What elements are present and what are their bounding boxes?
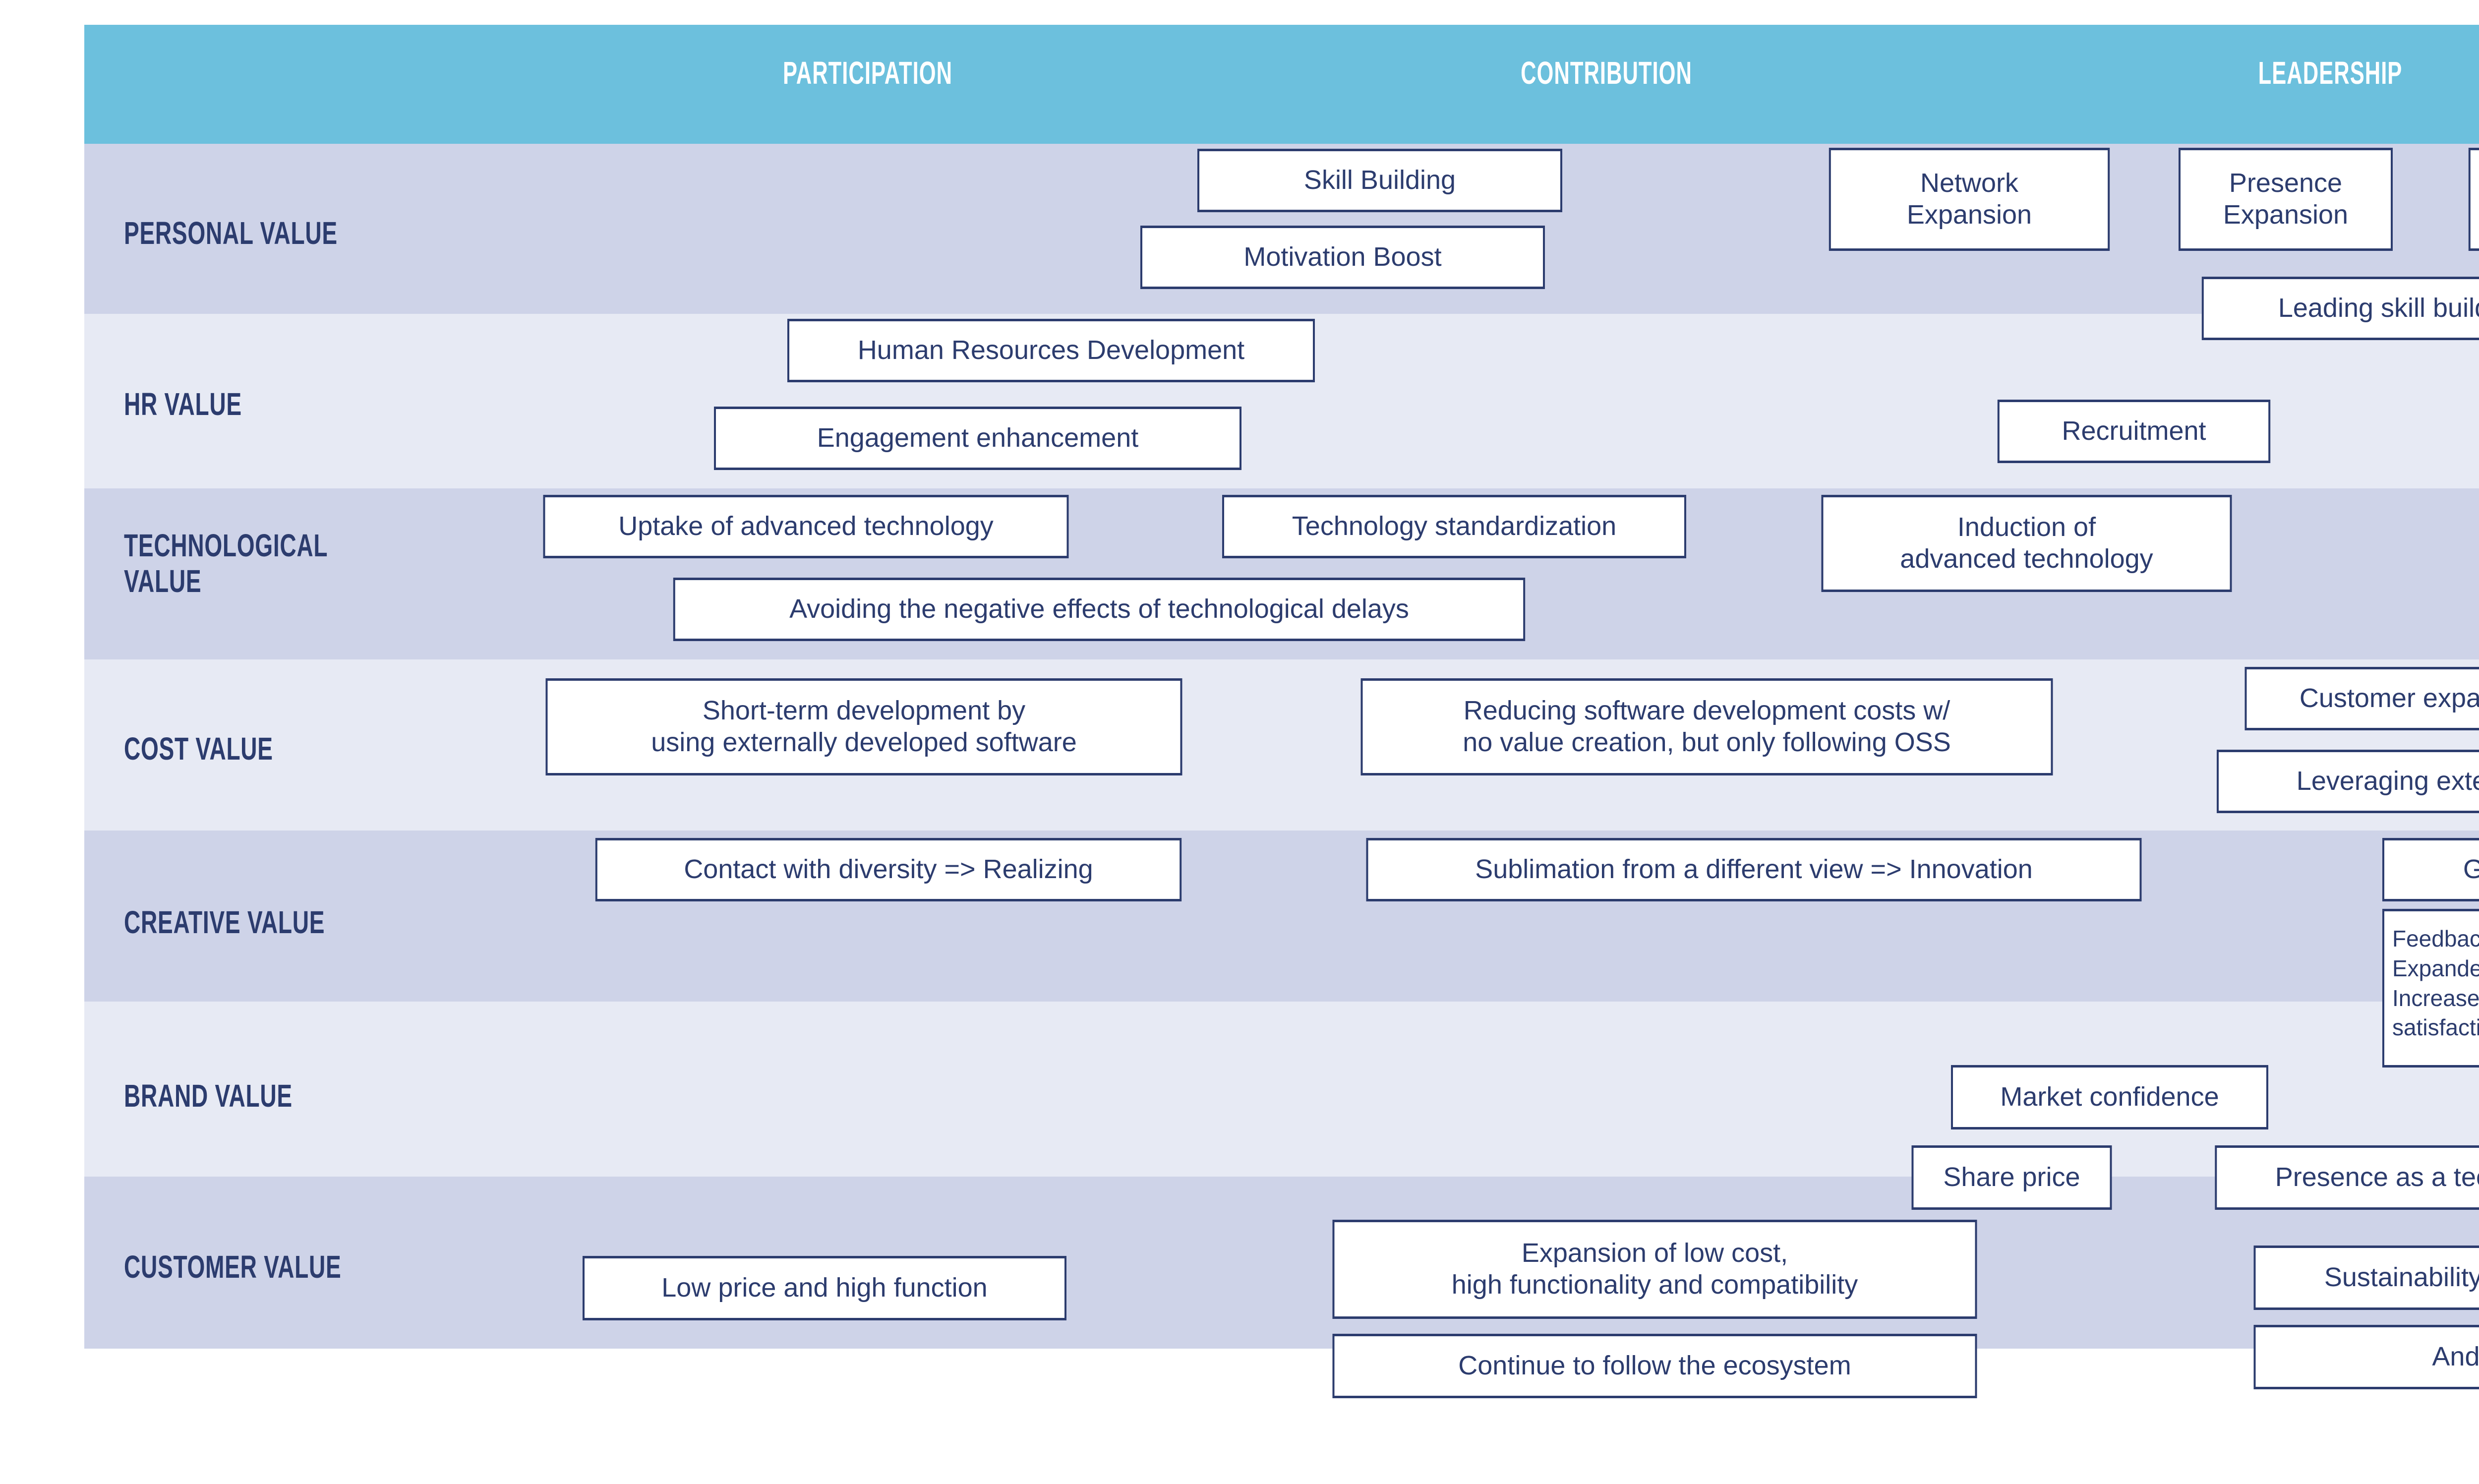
row-label-technological-value: TECHNOLOGICAL VALUE — [124, 528, 328, 599]
box-label: Customer expansion — [2299, 683, 2479, 713]
column-header-participation: PARTICIPATION — [782, 55, 953, 91]
box-share-price[interactable]: Share price — [1911, 1145, 2112, 1210]
box-presence-as-technology-company[interactable]: Presence as a technology company — [2215, 1145, 2479, 1210]
box-contact-with-diversity[interactable]: Contact with diversity => Realizing — [595, 838, 1182, 901]
row-label-cost-value: COST VALUE — [124, 731, 273, 767]
box-label: Sustainability of service/product — [2324, 1262, 2479, 1293]
box-leading-skill-building[interactable]: Leading skill building — [2201, 277, 2479, 340]
box-sustainability-of-service-product[interactable]: Sustainability of service/product — [2253, 1246, 2479, 1310]
box-label: Feedback, Expanded usage, Increase custo… — [2392, 926, 2479, 1041]
box-and-more[interactable]: And more??? — [2253, 1325, 2479, 1389]
box-label: And more??? — [2432, 1342, 2479, 1372]
column-header-band — [84, 25, 2479, 144]
box-gathering-info-automatically[interactable]: Gathering info/etc automatically — [2468, 148, 2479, 251]
box-label: Share price — [1943, 1162, 2080, 1192]
box-label: Low price and high function — [661, 1273, 988, 1303]
box-label: Gathering info/etc automatically — [2436, 168, 2479, 231]
box-label: Leading skill building — [2278, 293, 2479, 323]
box-label: Continue to follow the ecosystem — [1458, 1351, 1851, 1381]
row-band-cost-value — [84, 659, 2479, 831]
box-uptake-of-advanced-technology[interactable]: Uptake of advanced technology — [543, 495, 1069, 558]
box-customer-expansion[interactable]: Customer expansion — [2244, 667, 2479, 730]
box-label: Contact with diversity => Realizing — [684, 854, 1093, 885]
box-label: Induction of advanced technology — [1900, 512, 2153, 574]
box-induction-of-advanced-technology[interactable]: Induction of advanced technology — [1821, 495, 2232, 592]
row-label-brand-value: BRAND VALUE — [124, 1078, 293, 1114]
box-engagement-enhancement[interactable]: Engagement enhancement — [714, 407, 1241, 470]
box-motivation-boost[interactable]: Motivation Boost — [1140, 226, 1545, 289]
box-label: Sublimation from a different view => Inn… — [1475, 854, 2033, 885]
box-label: Reducing software development costs w/ n… — [1463, 696, 1951, 757]
row-label-customer-value: CUSTOMER VALUE — [124, 1249, 342, 1285]
row-label-hr-value: HR VALUE — [124, 386, 242, 422]
box-label: Leveraging external resources — [2296, 766, 2479, 796]
box-reducing-software-development-costs[interactable]: Reducing software development costs w/ n… — [1360, 678, 2053, 775]
box-recruitment[interactable]: Recruitment — [1997, 400, 2271, 463]
box-sublimation-from-different-view[interactable]: Sublimation from a different view => Inn… — [1366, 838, 2142, 901]
box-label: Skill Building — [1303, 165, 1456, 195]
box-label: Avoiding the negative effects of technol… — [789, 594, 1409, 624]
box-label: Recruitment — [2062, 416, 2206, 446]
box-label: Expansion of low cost, high functionalit… — [1451, 1238, 1858, 1300]
box-continue-to-follow-ecosystem[interactable]: Continue to follow the ecosystem — [1332, 1334, 1977, 1398]
box-feedback-expanded-usage[interactable]: Feedback, Expanded usage, Increase custo… — [2382, 909, 2479, 1068]
box-short-term-development[interactable]: Short-term development by using external… — [545, 678, 1182, 775]
box-low-price-and-high-function[interactable]: Low price and high function — [583, 1256, 1066, 1320]
box-leveraging-external-resources[interactable]: Leveraging external resources — [2217, 750, 2479, 813]
box-label: Market confidence — [2000, 1082, 2219, 1112]
box-presence-expansion[interactable]: Presence Expansion — [2179, 148, 2393, 251]
box-label: Human Resources Development — [857, 335, 1245, 365]
column-header-leadership: LEADERSHIP — [2258, 55, 2403, 91]
box-label: Network Expansion — [1906, 168, 2032, 230]
box-market-confidence[interactable]: Market confidence — [1951, 1065, 2268, 1129]
box-gaining-community[interactable]: Gaining Community — [2382, 838, 2479, 901]
box-network-expansion[interactable]: Network Expansion — [1829, 148, 2110, 251]
box-label: Engagement enhancement — [817, 423, 1139, 453]
box-skill-building[interactable]: Skill Building — [1197, 149, 1562, 212]
box-label: Motivation Boost — [1243, 242, 1442, 272]
box-label: Technology standardization — [1292, 511, 1617, 541]
box-technology-standardization[interactable]: Technology standardization — [1222, 495, 1686, 558]
box-avoiding-negative-effects[interactable]: Avoiding the negative effects of technol… — [673, 578, 1526, 641]
box-label: Short-term development by using external… — [651, 696, 1077, 757]
box-label: Gaining Community — [2340, 854, 2479, 886]
column-header-contribution: CONTRIBUTION — [1521, 55, 1692, 91]
row-label-creative-value: CREATIVE VALUE — [124, 904, 325, 940]
box-human-resources-development[interactable]: Human Resources Development — [787, 319, 1315, 382]
box-label: Uptake of advanced technology — [618, 511, 994, 541]
box-label: Presence as a technology company — [2275, 1162, 2479, 1192]
box-label: Presence Expansion — [2223, 168, 2349, 230]
box-expansion-of-low-cost[interactable]: Expansion of low cost, high functionalit… — [1332, 1220, 1977, 1319]
row-label-personal-value: PERSONAL VALUE — [124, 215, 338, 251]
